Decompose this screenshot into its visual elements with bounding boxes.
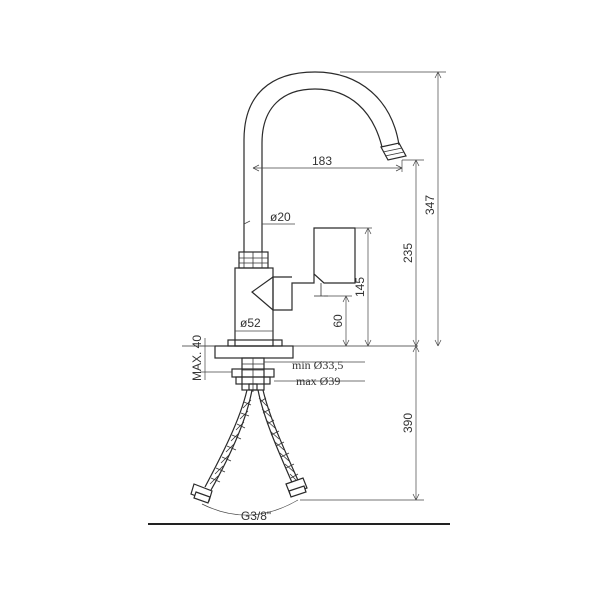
label-hose-length: 390: [401, 413, 415, 433]
label-body-diameter: ø52: [240, 316, 261, 330]
label-max-thickness: MAX. 40: [190, 335, 204, 381]
label-lever-height: 145: [353, 277, 367, 297]
label-thread: G3/8": [241, 509, 271, 523]
label-hole-max: max Ø39: [296, 374, 340, 388]
flexible-hoses: [190, 389, 308, 504]
label-reach: 183: [312, 154, 332, 168]
label-total-height: 347: [423, 195, 437, 215]
swivel-collar: [238, 251, 269, 269]
label-hole-min: min Ø33,5: [292, 358, 343, 372]
lever-cone: [251, 276, 274, 311]
spout-tube-outer: [243, 71, 400, 252]
lever-neck: [272, 274, 315, 311]
base-disc: [227, 339, 283, 347]
mounting-assembly: [182, 345, 418, 392]
lever-handle: [313, 227, 356, 284]
label-spout-height: 235: [401, 243, 415, 263]
hose-right: [257, 389, 295, 488]
label-lever-base: 60: [331, 314, 345, 328]
spout-tube-inner: [261, 88, 383, 252]
dimension-labels: 183 ø20 ø52 347 235 145 60 MAX. 40 min Ø…: [190, 154, 437, 523]
hose-left: [204, 389, 248, 488]
countertop-slab: [214, 345, 294, 359]
label-spout-diameter: ø20: [270, 210, 291, 224]
dimension-lines: [200, 71, 446, 516]
faucet-body: [227, 71, 407, 347]
fixing-rod: [248, 383, 258, 391]
body-cylinder: [234, 267, 274, 347]
